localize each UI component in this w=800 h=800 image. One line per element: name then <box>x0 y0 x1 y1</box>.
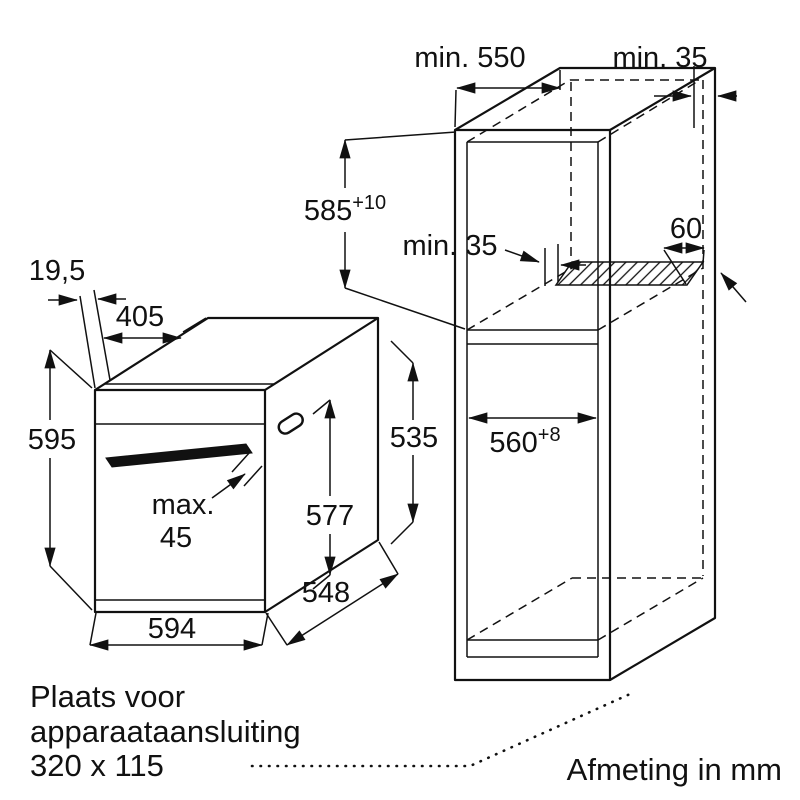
dim-niche-width: 560+8 <box>489 424 560 459</box>
oven-dimensions: 19,5 405 595 max. 45 577 535 594 548 <box>28 255 438 651</box>
dim-handle-label: max. <box>152 489 215 521</box>
cabinet-dimensions: min. 550 min. 35 585+10 min. 35 60 560+8 <box>304 42 747 459</box>
notes: Plaats voor apparaataansluiting 320 x 11… <box>30 679 782 787</box>
dim-oven-gap: 19,5 <box>29 255 85 287</box>
dim-oven-rear-height: 535 <box>390 422 438 454</box>
oven-handle <box>105 443 253 468</box>
dim-niche-height: 585+10 <box>304 192 386 227</box>
dim-handle-value: 45 <box>160 522 192 554</box>
dim-back-gap: min. 35 <box>402 230 497 262</box>
dim-oven-body-height: 577 <box>306 500 354 532</box>
side-grip-slot <box>277 412 304 435</box>
note-connection-line3: 320 x 115 <box>30 748 164 783</box>
units-label: Afmeting in mm <box>567 752 782 787</box>
note-connection-line1: Plaats voor <box>30 679 185 714</box>
dim-cabinet-wall-gap: min. 35 <box>612 42 707 74</box>
cabinet-drawing <box>453 66 717 682</box>
dim-oven-height: 595 <box>28 424 76 456</box>
note-connection-line2: apparaataansluiting <box>30 714 301 749</box>
dim-oven-top-depth: 405 <box>116 301 164 333</box>
oven-drawing <box>93 316 380 614</box>
dim-oven-depth: 548 <box>302 577 350 609</box>
dim-cabinet-top-depth: min. 550 <box>414 42 525 74</box>
dim-vent-depth: 60 <box>670 213 702 245</box>
dim-oven-width: 594 <box>148 613 196 645</box>
